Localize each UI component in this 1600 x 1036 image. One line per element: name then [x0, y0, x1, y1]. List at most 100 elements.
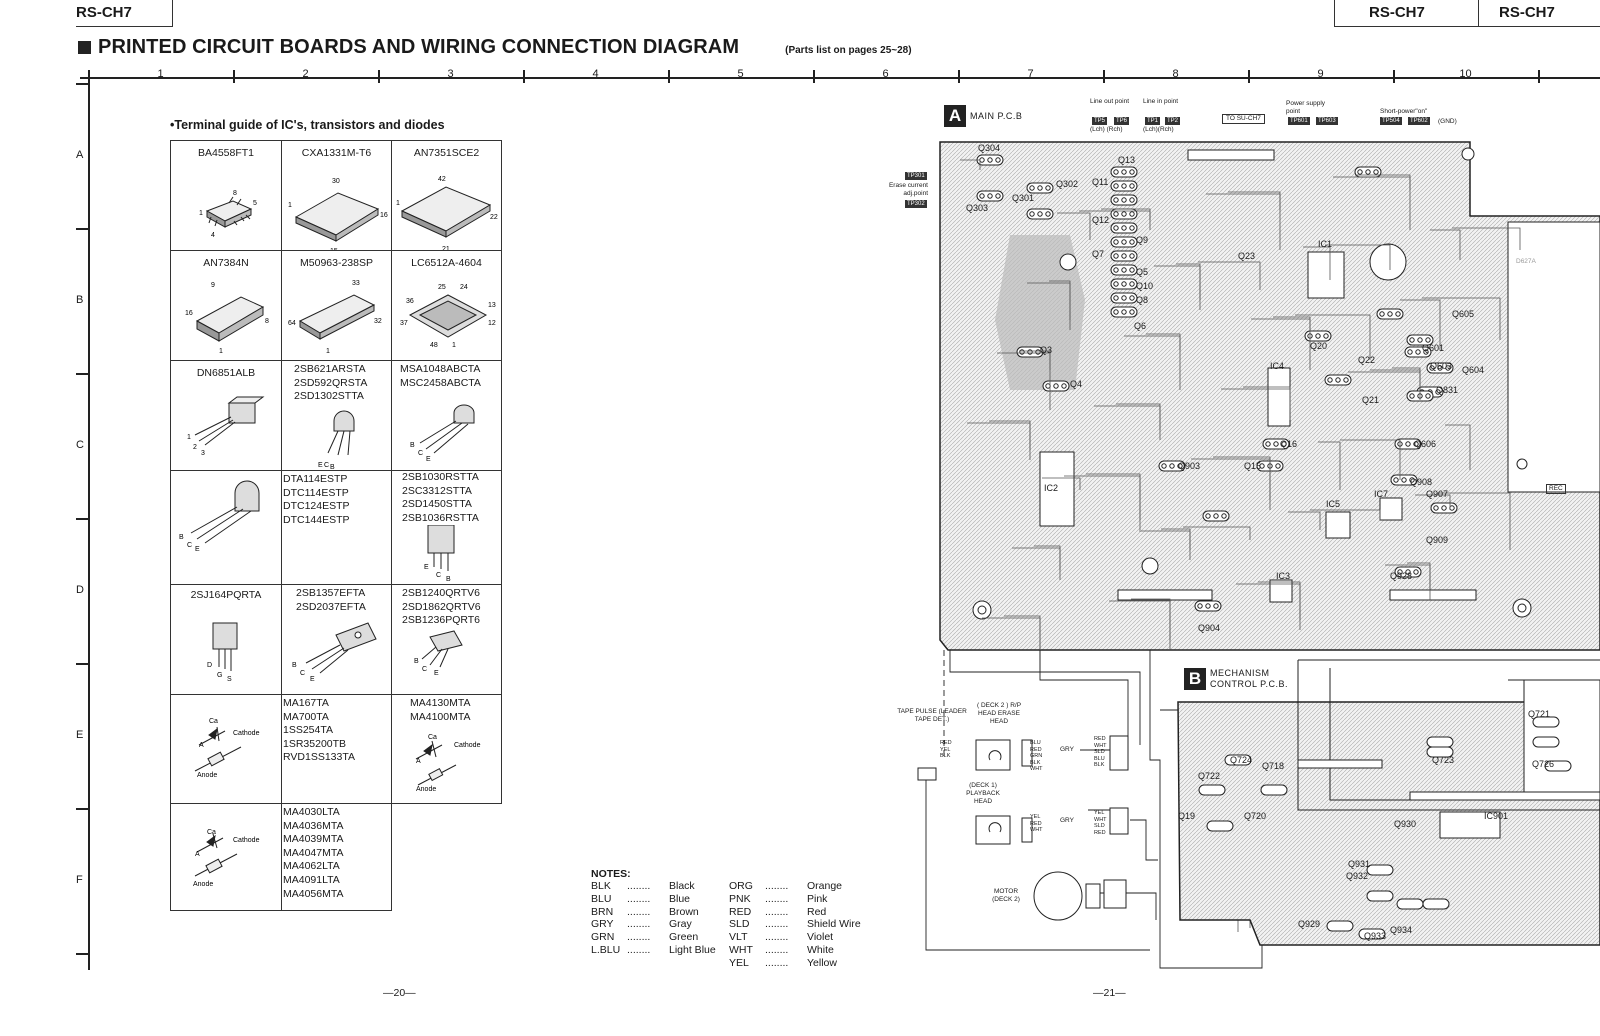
row-tick	[76, 228, 88, 230]
component-ref: Q304	[978, 143, 1001, 153]
column-tick	[813, 70, 815, 83]
svg-text:E: E	[318, 462, 323, 469]
note-row: L.BLU........Light Blue	[591, 944, 716, 957]
rec-label: REC	[1546, 484, 1566, 494]
component-ref: Q9	[1136, 235, 1149, 245]
part-number: 1SS254TA	[283, 724, 334, 737]
svg-text:B: B	[410, 442, 415, 449]
title-row: PRINTED CIRCUIT BOARDS AND WIRING CONNEC…	[78, 36, 912, 59]
erase-label: Erase current adj.point	[888, 182, 928, 197]
wire-color-label: BLK	[1030, 759, 1041, 766]
deck2-head-label: ( DECK 2 ) R/P HEAD ERASE HEAD	[976, 702, 1022, 725]
row-tick	[76, 808, 88, 810]
component-ref: Q8	[1136, 295, 1149, 305]
component-ref: Q932	[1346, 871, 1369, 881]
component-ref: Q4	[1070, 379, 1083, 389]
color-code: SLD	[729, 918, 750, 931]
component-ref: Q6	[1134, 321, 1147, 331]
color-code: RED	[729, 905, 752, 918]
line-out-ch: (Lch) (Rch)	[1090, 126, 1123, 133]
svg-text:E: E	[426, 456, 431, 463]
model-tab-right-1: RS-CH7	[1334, 0, 1479, 27]
wire-color-label: RED	[1030, 746, 1042, 753]
part-label: D627A	[1516, 258, 1536, 265]
leader-dots: ........	[627, 880, 651, 892]
column-tick	[958, 70, 960, 83]
part-name: DN6851ALB	[196, 367, 256, 379]
leader-dots: ........	[627, 905, 651, 918]
terminal-guide-heading: •Terminal guide of IC's, transistors and…	[170, 118, 445, 132]
wire-color-label: WHT	[1094, 816, 1107, 823]
column-tick	[523, 70, 525, 83]
leader-dots: ........	[765, 943, 789, 956]
component-ref: Q904	[1198, 623, 1221, 633]
svg-text:3: 3	[201, 450, 205, 457]
component-ref: Q720	[1244, 811, 1267, 821]
cell-ma4030-image: Ca Cathode A Anode	[170, 803, 282, 911]
part-number: DTC114ESTP	[283, 486, 349, 499]
color-code: VLT	[729, 931, 748, 944]
model-label: RS-CH7	[1499, 4, 1555, 21]
part-number: MA4047MTA	[283, 846, 344, 859]
svg-text:16: 16	[185, 310, 193, 317]
column-tick	[1248, 70, 1250, 83]
note-row: VLT........Violet	[729, 931, 861, 944]
column-number: 9	[1317, 68, 1324, 80]
page-number-left: —20—	[383, 987, 416, 999]
tp-label: TP602	[1408, 117, 1430, 125]
part-number: 2SD592QRSTA	[294, 376, 368, 389]
note-row: YEL........Yellow	[729, 957, 861, 970]
svg-text:B: B	[414, 658, 419, 665]
row-tick	[76, 518, 88, 520]
wire-color-label: WHT	[1030, 827, 1043, 833]
svg-text:1: 1	[396, 200, 400, 207]
gry-label: GRY	[1060, 817, 1074, 824]
svg-text:8: 8	[265, 318, 269, 325]
component-ref: IC1	[1318, 239, 1333, 249]
ic-smd-42pin-icon: 42 1 22 21	[396, 176, 498, 250]
wire-color-label: RED	[1094, 829, 1106, 836]
cell-an7351: AN7351SCE2 42 1 22 21	[391, 140, 502, 251]
component-ref: Q21	[1362, 395, 1380, 405]
row-letter: B	[76, 293, 84, 306]
svg-text:22: 22	[490, 214, 498, 221]
component-ref: Q10	[1136, 281, 1154, 291]
line-out-label: Line out point	[1090, 98, 1130, 105]
mech-pcb-outline	[1177, 701, 1600, 946]
component-ref: Q908	[1410, 477, 1433, 487]
color-code: YEL	[729, 956, 749, 969]
component-ref: IC2	[1044, 483, 1059, 493]
svg-text:Cathode: Cathode	[233, 730, 260, 737]
wire-color-label: BLU	[1030, 740, 1041, 746]
transistor-minimold-icon: BCE	[410, 404, 475, 463]
svg-text:5: 5	[253, 200, 257, 207]
row-letter: D	[76, 583, 84, 596]
part-number: 2SD1450STTA	[402, 498, 472, 511]
component-ref: Q16	[1280, 439, 1298, 449]
part-number: 2SB1236PQRT6	[402, 614, 481, 627]
color-code: WHT	[729, 943, 753, 956]
component-ref: Q722	[1198, 771, 1221, 781]
tp-label: TP6	[1114, 117, 1130, 125]
pcb-badge: A	[944, 105, 966, 127]
pin-label: 8	[233, 190, 237, 197]
column-number: 5	[737, 68, 744, 80]
svg-text:C: C	[300, 670, 305, 677]
note-row: BLU........Blue	[591, 893, 716, 906]
color-name: Yellow	[807, 956, 837, 969]
part-number: 2SC3312STTA	[402, 484, 472, 497]
note-row: BRN........Brown	[591, 906, 716, 919]
note-row: ORG........Orange	[729, 880, 861, 893]
part-number: 1SR35200TB	[283, 737, 347, 750]
component-ref: IC7	[1374, 489, 1389, 499]
svg-text:48: 48	[430, 342, 438, 349]
part-number: MA4036MTA	[283, 819, 344, 832]
svg-text:4: 4	[211, 232, 215, 239]
part-number: MA4030LTA	[283, 806, 340, 818]
svg-text:C: C	[422, 666, 427, 673]
